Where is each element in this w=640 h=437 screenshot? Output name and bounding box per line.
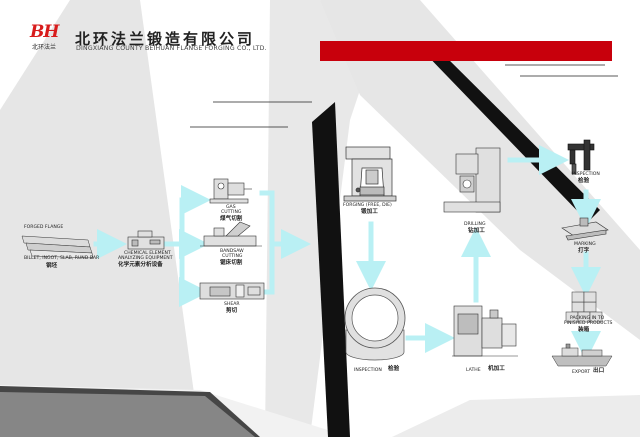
bottom-gray-band	[392, 395, 640, 437]
bottom-dark-band	[0, 386, 260, 437]
company-name-cn: 北环法兰锻造有限公司	[75, 30, 256, 48]
gas-cutting-label-en1: GAS	[226, 205, 236, 210]
lathe-label-cn: 机加工	[488, 366, 505, 372]
chemical-analyzer-illustration	[127, 230, 165, 250]
packing-label-cn: 装箱	[578, 327, 590, 333]
gas-cutting-illustration	[209, 178, 252, 204]
drilling-label-cn: 钻加工	[468, 228, 485, 234]
forging-label-cn: 锻加工	[361, 209, 378, 215]
gas-cutting-label-en2: CUTTING	[221, 210, 242, 215]
bandsaw-label-en1: BANDSAW	[220, 249, 244, 254]
bandsaw-illustration	[200, 221, 262, 247]
packing-boxes-illustration	[565, 291, 603, 323]
lathe-label-en: LATHE	[466, 368, 481, 373]
export-label-en: EXPORT	[572, 370, 591, 375]
middle-gray-band	[265, 0, 365, 437]
inspection-mid-label-cn: 检验	[388, 366, 400, 372]
forging-hammer-illustration	[343, 146, 397, 202]
chemical-label-en2: ANALYZING EQUIPMENT	[118, 256, 173, 261]
raw-material-illustration	[21, 235, 94, 259]
inspection-top-label-en: INSPECTION	[572, 172, 600, 177]
export-label-cn: 出口	[593, 368, 605, 374]
inspection-mid-label-en: INSPECTION	[354, 368, 382, 373]
ship-illustration	[551, 343, 613, 367]
packing-label-en1: PACKING IN TO	[570, 316, 605, 321]
company-name-en: DINGXIANG COUNTY BEIHUAN FLANGE FORGING …	[76, 45, 267, 52]
inspection-top-label-cn: 检验	[578, 178, 590, 184]
logo-subtitle: 北环法兰	[32, 44, 57, 51]
company-logo: BH 北环法兰	[28, 22, 72, 52]
left-gray-band	[0, 0, 200, 437]
shear-label-cn: 剪切	[226, 308, 238, 314]
header-red-bar	[320, 41, 612, 61]
marking-label-en: MARKING	[574, 242, 596, 247]
drilling-label-en: DRILLING	[464, 222, 486, 227]
inspection-ring-illustration	[344, 287, 406, 361]
packing-label-en2: FINISHED PRODUCTS	[564, 321, 613, 326]
chemical-label-cn: 化学元素分析设备	[118, 262, 163, 268]
marking-illustration	[561, 217, 609, 241]
shear-label-en: SHEAR	[224, 302, 240, 307]
forged-flange-label: FORGED FLANGE	[24, 225, 64, 230]
bottom-dark-highlight	[0, 392, 255, 437]
flow-arrows	[93, 145, 601, 361]
shear-illustration	[199, 282, 265, 300]
raw-material-label-cn: 钢坯	[46, 263, 58, 269]
raw-material-label-en: BILLET, INGOT, SLAB, RUND BAR	[24, 256, 100, 261]
lathe-illustration	[452, 305, 518, 357]
drilling-illustration	[443, 147, 501, 213]
right-black-stripe	[420, 48, 600, 222]
bandsaw-label-en2: CUTTING	[222, 254, 243, 259]
marking-label-cn: 打字	[578, 248, 590, 254]
middle-black-stripe	[312, 102, 350, 437]
chemical-label-en1: CHEMICAL ELEMENT	[124, 251, 171, 256]
gas-cutting-label-cn: 煤气切割	[220, 216, 243, 222]
bandsaw-label-cn: 锯床切割	[220, 260, 243, 266]
caliper-illustration	[567, 139, 595, 175]
logo-mark: BH	[30, 22, 59, 42]
forging-label-en: FORGING (FREE, DIE)	[343, 203, 392, 208]
